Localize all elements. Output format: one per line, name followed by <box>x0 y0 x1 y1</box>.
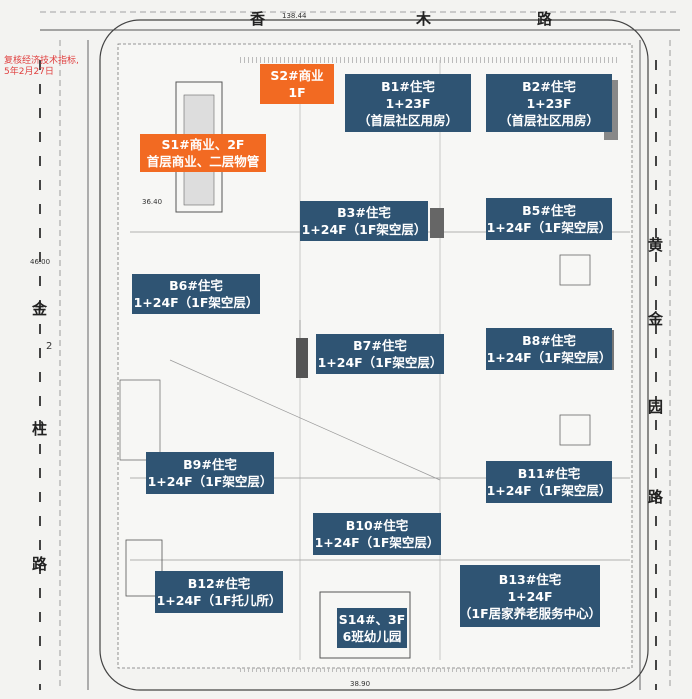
label-B3-line-1: B3#住宅 <box>337 205 391 220</box>
label-B9-line-2: 1+24F（1F架空层） <box>147 474 273 489</box>
label-B13: B13#住宅 1+24F （1F居家养老服务中心） <box>458 565 602 627</box>
label-S1-line-1: S1#商业、2F <box>161 137 245 152</box>
label-B2-line-3: （首层社区用房） <box>498 112 599 128</box>
label-S14: S14#、3F 6班幼儿园 <box>337 608 407 648</box>
road-east-char-4: 路 <box>648 488 664 506</box>
label-B6-line-1: B6#住宅 <box>169 278 223 293</box>
label-S1: S1#商业、2F 首层商业、二层物管 <box>140 134 266 172</box>
label-B8: B8#住宅 1+24F（1F架空层） <box>486 328 612 370</box>
dimension-mark: 138.44 <box>282 12 307 20</box>
label-S14-line-1: S14#、3F <box>338 612 406 627</box>
label-B2-line-1: B2#住宅 <box>522 78 576 94</box>
label-B11: B11#住宅 1+24F（1F架空层） <box>486 461 612 503</box>
label-B2: B2#住宅 1+23F （首层社区用房） <box>486 74 612 132</box>
label-S2-line-1: S2#商业 <box>270 68 324 83</box>
road-east-char-3: 园 <box>648 398 664 416</box>
road-north-char-2: 木 <box>416 10 432 28</box>
label-B8-line-1: B8#住宅 <box>522 333 576 348</box>
dimension-mark: 2 <box>46 341 53 352</box>
road-east-char-1: 黄 <box>648 236 664 254</box>
label-B1: B1#住宅 1+23F （首层社区用房） <box>345 74 471 132</box>
road-west-char-1: 金 <box>32 300 48 318</box>
label-B7-line-1: B7#住宅 <box>353 338 407 353</box>
label-S2: S2#商业 1F <box>260 64 334 104</box>
label-B9: B9#住宅 1+24F（1F架空层） <box>146 452 274 494</box>
label-B5-line-1: B5#住宅 <box>522 203 576 218</box>
label-B5: B5#住宅 1+24F（1F架空层） <box>486 198 612 240</box>
label-S1-line-2: 首层商业、二层物管 <box>146 154 260 169</box>
label-B1-line-1: B1#住宅 <box>381 78 435 94</box>
dimension-mark: 38.90 <box>350 680 371 688</box>
label-B1-line-2: 1+23F <box>385 95 431 111</box>
label-B6: B6#住宅 1+24F（1F架空层） <box>132 274 260 314</box>
label-B8-line-2: 1+24F（1F架空层） <box>486 350 612 365</box>
road-north-char-3: 路 <box>537 10 553 28</box>
label-S14-line-2: 6班幼儿园 <box>342 629 402 644</box>
label-B5-line-2: 1+24F（1F架空层） <box>486 220 612 235</box>
review-note-line-2: 5年2月27日 <box>4 67 54 77</box>
road-east-char-2: 金 <box>648 310 664 328</box>
review-note-line-1: 复核经济技术指标, <box>4 56 79 66</box>
label-B10-line-1: B10#住宅 <box>345 518 409 533</box>
label-B13-line-1: B13#住宅 <box>498 571 562 587</box>
label-B9-line-1: B9#住宅 <box>183 457 237 472</box>
label-B12-line-1: B12#住宅 <box>187 576 251 591</box>
label-B13-line-3: （1F居家养老服务中心） <box>458 605 602 621</box>
label-B12: B12#住宅 1+24F（1F托儿所） <box>155 571 283 613</box>
road-north-char-1: 香 <box>250 10 266 28</box>
label-B10: B10#住宅 1+24F（1F架空层） <box>313 513 441 555</box>
dimension-mark: 46.00 <box>30 258 51 266</box>
label-B13-line-2: 1+24F <box>507 588 553 604</box>
label-B7-line-2: 1+24F（1F架空层） <box>317 355 443 370</box>
label-B1-line-3: （首层社区用房） <box>357 112 458 128</box>
label-B3-line-2: 1+24F（1F架空层） <box>301 222 427 237</box>
label-B12-line-2: 1+24F（1F托儿所） <box>156 593 282 608</box>
label-B2-line-2: 1+23F <box>526 95 572 111</box>
road-west-char-3: 路 <box>32 555 48 573</box>
review-note: 复核经济技术指标, 5年2月27日 <box>4 56 79 78</box>
road-west-char-2: 柱 <box>32 420 48 438</box>
label-B11-line-1: B11#住宅 <box>517 466 581 481</box>
label-B6-line-2: 1+24F（1F架空层） <box>133 295 259 310</box>
label-B3: B3#住宅 1+24F（1F架空层） <box>300 201 428 241</box>
label-B7: B7#住宅 1+24F（1F架空层） <box>316 334 444 374</box>
label-S2-line-2: 1F <box>288 85 306 100</box>
label-B10-line-2: 1+24F（1F架空层） <box>314 535 440 550</box>
label-B11-line-2: 1+24F（1F架空层） <box>486 483 612 498</box>
dimension-mark: 36.40 <box>142 198 163 206</box>
